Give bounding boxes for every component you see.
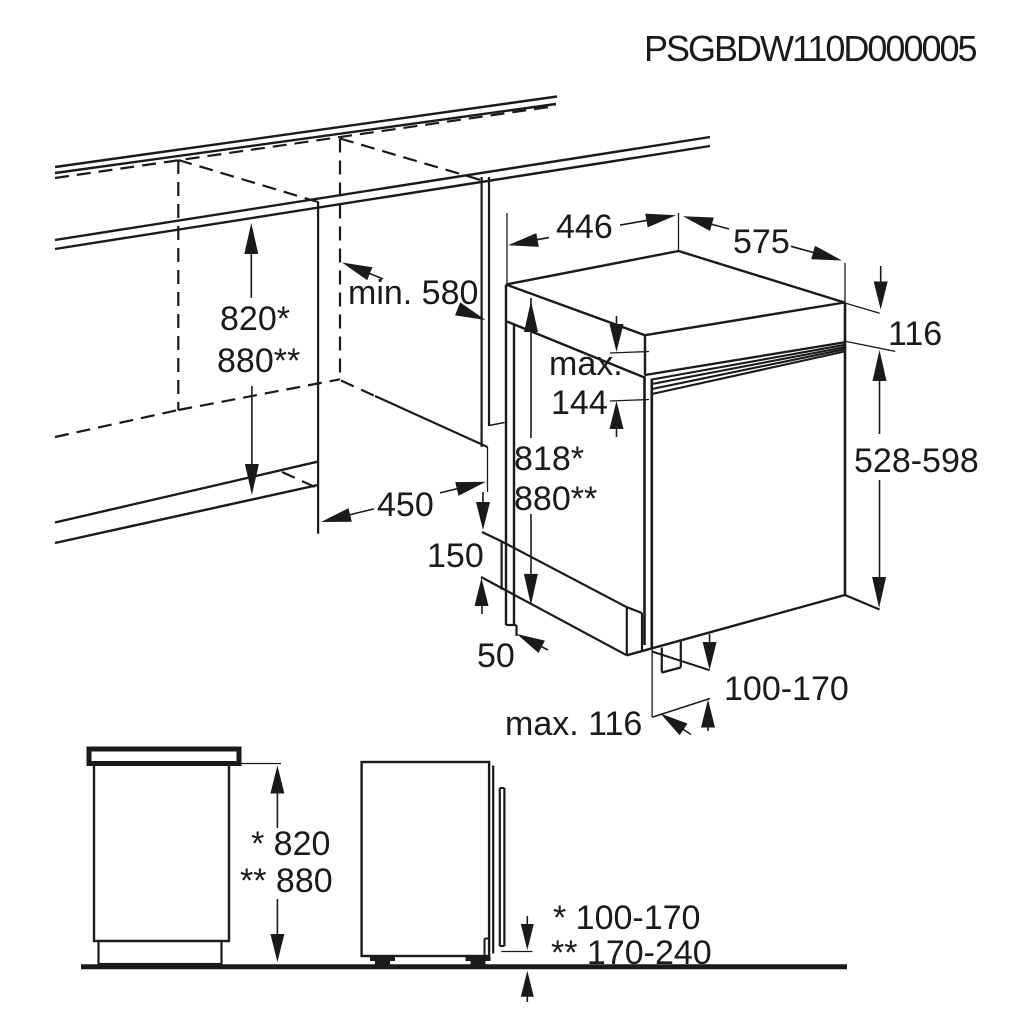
svg-text:450: 450 [377, 486, 434, 524]
svg-text:144: 144 [551, 384, 608, 422]
svg-text:** 880: ** 880 [240, 862, 333, 900]
svg-text:446: 446 [556, 208, 613, 246]
svg-text:max.: max. [549, 345, 623, 383]
svg-text:528-598: 528-598 [854, 442, 979, 480]
svg-text:PSGBDW110D000005: PSGBDW110D000005 [644, 28, 977, 69]
svg-text:100-170: 100-170 [724, 670, 849, 708]
svg-text:818*: 818* [514, 440, 584, 478]
svg-text:* 100-170: * 100-170 [553, 899, 700, 937]
svg-text:880**: 880** [514, 480, 597, 518]
svg-text:50: 50 [477, 637, 515, 675]
svg-text:** 170-240: ** 170-240 [551, 934, 712, 972]
svg-text:116: 116 [888, 315, 942, 353]
svg-text:150: 150 [427, 537, 484, 575]
svg-text:min. 580: min. 580 [348, 274, 478, 312]
svg-text:820*: 820* [220, 300, 290, 338]
svg-text:max. 116: max. 116 [505, 705, 642, 743]
svg-text:575: 575 [733, 223, 790, 261]
svg-text:* 820: * 820 [251, 825, 330, 863]
svg-text:880**: 880** [217, 342, 300, 380]
